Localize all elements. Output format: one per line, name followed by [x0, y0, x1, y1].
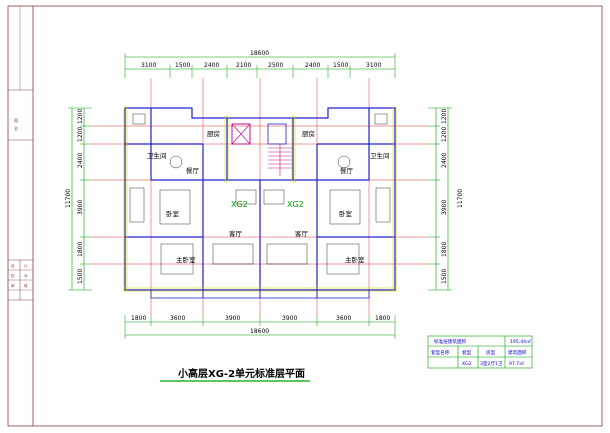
title-block-char-7: 核 — [24, 283, 28, 288]
table-row2-col0: 套型名称 — [431, 349, 450, 356]
title-block-char-5: 对 — [24, 273, 28, 278]
table-row2-col3: 建筑面积 — [508, 349, 527, 356]
table-row1-label: 标准层建筑面积 — [434, 338, 467, 345]
dim-top-4: 2500 — [268, 62, 283, 69]
table-row2-col2: 房型 — [486, 349, 496, 356]
table-row2-col1: 套型 — [462, 349, 472, 356]
room-bed-left: 卧室 — [166, 209, 180, 218]
dim-top-overall: 18600 — [250, 50, 269, 57]
dim-right-0: 1200 — [441, 109, 448, 124]
dim-left-4: 1800 — [77, 242, 84, 257]
dim-bottom-0: 1800 — [131, 315, 146, 322]
dim-bottom-2: 3900 — [225, 315, 240, 322]
dim-left-2: 2400 — [77, 153, 84, 168]
title-block-char-1: 名 — [14, 125, 18, 131]
area-table — [427, 335, 533, 369]
table-row3-col2: 3室2厅1卫 — [480, 360, 503, 367]
dim-bottom-3: 3900 — [282, 315, 297, 322]
dim-right-3: 3900 — [441, 200, 448, 215]
room-dining-left: 餐厅 — [186, 166, 200, 175]
dim-left-0: 1200 — [77, 109, 84, 124]
title-block-char-0: 图 — [14, 117, 18, 123]
room-living-left: 客厅 — [229, 229, 243, 238]
dim-left-5: 1500 — [77, 269, 84, 284]
dim-right-4: 1800 — [441, 242, 448, 257]
room-bath-right: 卫生间 — [370, 151, 390, 160]
dim-left-1: 1200 — [77, 127, 84, 142]
dim-top-2: 2400 — [204, 62, 219, 69]
drawing-title: 小高层XG-2单元标准层平面 — [177, 367, 305, 380]
dim-top-3: 2100 — [236, 62, 251, 69]
unit-label-right: XG2 — [287, 200, 304, 209]
room-kitchen-left: 厨房 — [207, 129, 220, 138]
dim-right-1: 1200 — [441, 127, 448, 142]
dim-bottom-5: 1800 — [375, 315, 390, 322]
dim-bottom-1: 3600 — [170, 315, 185, 322]
room-master-right: 主卧室 — [345, 255, 365, 264]
table-row1-value: 195.44㎡ — [510, 338, 531, 345]
title-block-char-3: 计 — [24, 263, 28, 268]
dim-right-2: 2400 — [441, 153, 448, 168]
table-row3-col1: XG2 — [462, 361, 472, 367]
room-kitchen-right: 厨房 — [302, 129, 315, 138]
unit-label-left: XG2 — [231, 200, 248, 209]
title-block-char-6: 审 — [11, 283, 15, 288]
dim-right-overall: 11700 — [457, 189, 464, 208]
room-dining-right: 餐厅 — [340, 166, 354, 175]
dim-bottom-4: 3600 — [336, 315, 351, 322]
room-bath-left: 卫生间 — [147, 151, 167, 160]
sheet-border — [7, 5, 603, 427]
title-block-char-2: 设 — [11, 263, 15, 268]
dim-top-5: 2400 — [305, 62, 320, 69]
dim-left-overall: 11700 — [65, 189, 72, 208]
stair-core — [231, 123, 292, 176]
dim-bottom-overall: 18600 — [250, 328, 269, 335]
title-block-char-4: 校 — [11, 273, 15, 278]
furniture — [129, 113, 391, 275]
dim-top-0: 3100 — [141, 62, 156, 69]
table-row3-col3: 97.7㎡ — [509, 360, 524, 367]
dim-top-7: 3100 — [366, 62, 381, 69]
room-living-right: 客厅 — [295, 229, 309, 238]
dim-top-6: 1500 — [333, 62, 348, 69]
room-master-left: 主卧室 — [176, 255, 196, 264]
dim-left-3: 3900 — [77, 200, 84, 215]
dim-right-5: 1500 — [441, 269, 448, 284]
dimension-ticks — [68, 53, 452, 339]
dim-top-1: 1500 — [175, 62, 190, 69]
room-bed-right: 卧室 — [339, 209, 353, 218]
balconies — [150, 289, 370, 299]
